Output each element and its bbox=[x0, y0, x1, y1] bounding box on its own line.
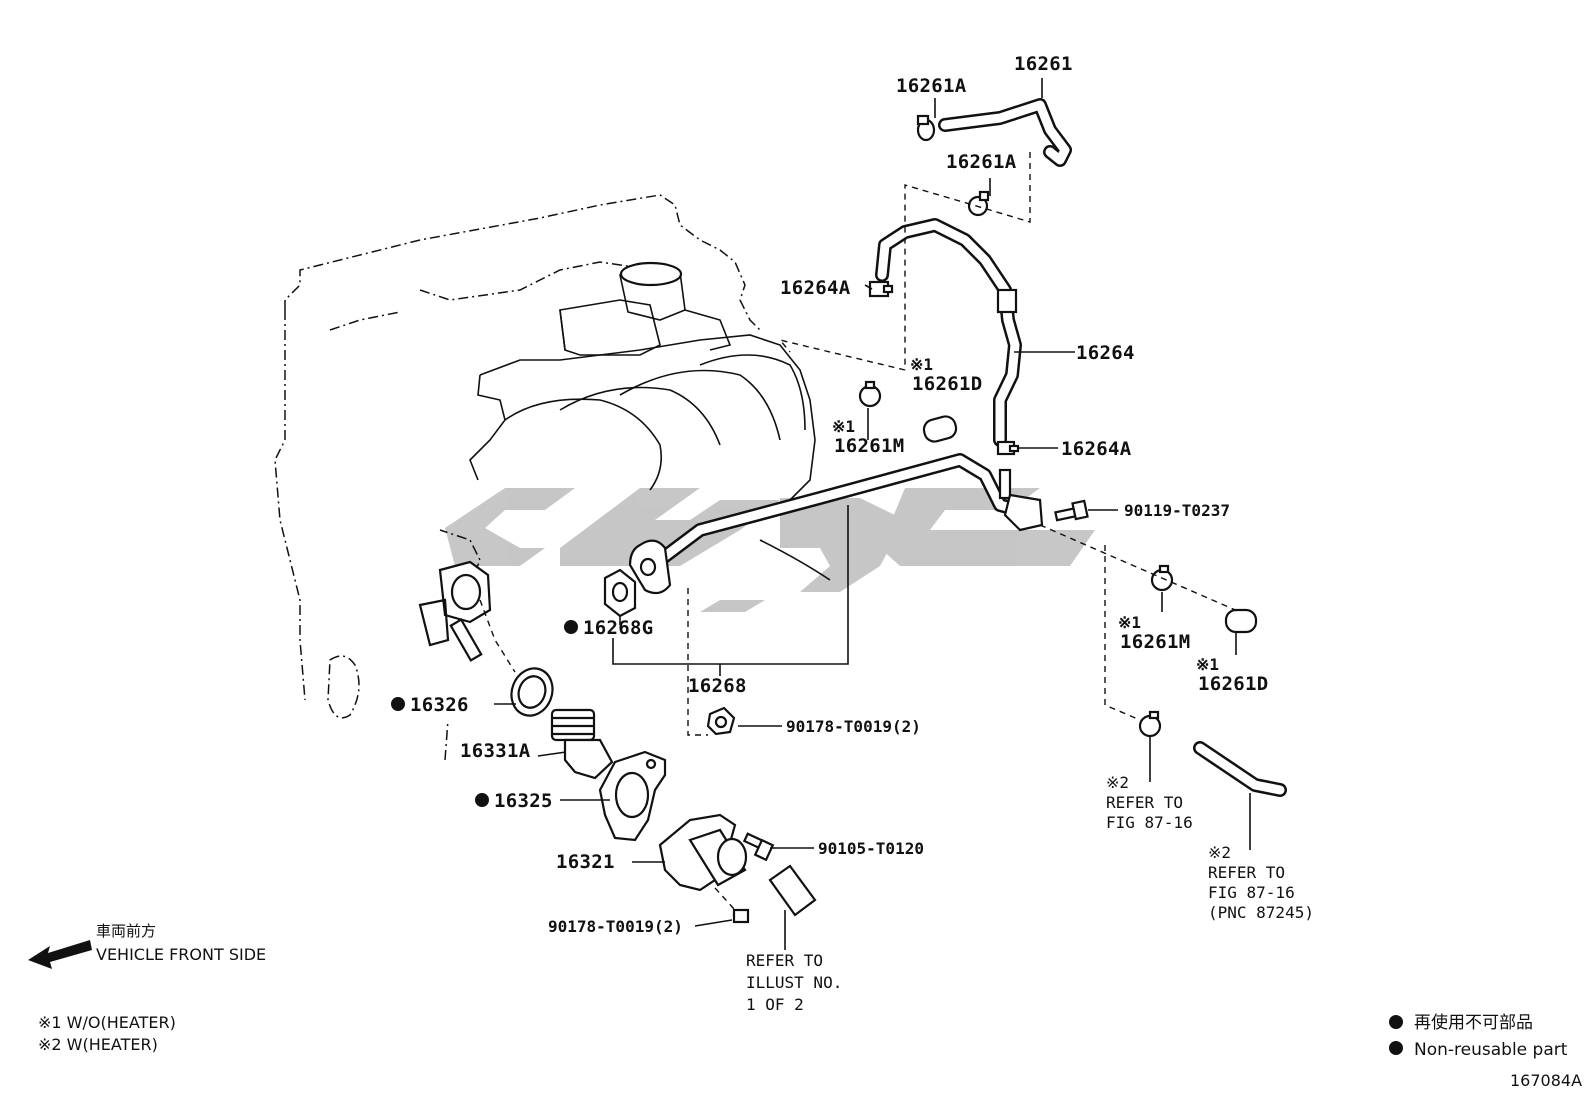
ref2-line3: (PNC 87245) bbox=[1208, 903, 1314, 922]
nut-90178-a bbox=[706, 706, 736, 736]
label-16325: 16325 bbox=[494, 790, 553, 812]
hose-16264 bbox=[875, 218, 1022, 447]
label-90178-a: 90178-T0019(2) bbox=[786, 717, 921, 736]
label-16264A-bot: 16264A bbox=[1061, 438, 1132, 460]
clamp-16261A-mid bbox=[967, 190, 990, 217]
clamp-lower-heater bbox=[1138, 710, 1162, 738]
mark-16261M-upper: ※1 bbox=[832, 417, 855, 436]
water-inlet-housing-left bbox=[418, 560, 492, 662]
figure-id: 167084A bbox=[1510, 1071, 1582, 1090]
mark-16261M-lower: ※1 bbox=[1118, 613, 1141, 632]
label-16268G: 16268G bbox=[583, 617, 653, 639]
label-16321: 16321 bbox=[556, 851, 615, 873]
label-90119: 90119-T0237 bbox=[1124, 501, 1230, 520]
water-inlet-16321 bbox=[658, 813, 748, 892]
label-16261M-upper: 16261M bbox=[834, 435, 904, 457]
dashed-lines bbox=[479, 152, 1241, 911]
front-arrow-icon bbox=[28, 940, 92, 969]
label-16331A: 16331A bbox=[460, 740, 531, 762]
legend-dot-icon-en bbox=[1389, 1041, 1403, 1055]
label-16261A-mid: 16261A bbox=[946, 151, 1017, 173]
label-16268: 16268 bbox=[688, 675, 747, 697]
watermark-logo bbox=[445, 488, 1095, 612]
plug-16261D-upper bbox=[922, 415, 958, 443]
ref1-line2: FIG 87-16 bbox=[1106, 813, 1193, 832]
clamp-16261M-lower bbox=[1150, 564, 1174, 592]
label-16326: 16326 bbox=[410, 694, 469, 716]
legend-jp: 再使用不可部品 bbox=[1414, 1012, 1533, 1033]
bolt-90119 bbox=[1054, 499, 1089, 522]
gasket-16326 bbox=[510, 667, 554, 717]
label-16261D-upper: 16261D bbox=[912, 373, 982, 395]
pipe-16268 bbox=[628, 453, 1044, 595]
legend-en: Non-reusable part bbox=[1414, 1040, 1568, 1060]
label-16261M-lower: 16261M bbox=[1120, 631, 1190, 653]
non-reusable-dot-16325 bbox=[475, 793, 489, 807]
ref2-line2: FIG 87-16 bbox=[1208, 883, 1295, 902]
mark-16261D-upper: ※1 bbox=[910, 355, 933, 374]
clamp-16264A-top bbox=[868, 280, 894, 298]
label-90105: 90105-T0120 bbox=[818, 839, 924, 858]
clamp-16261A-top bbox=[916, 114, 936, 142]
ref1-line1: REFER TO bbox=[1106, 793, 1183, 812]
ref3-line2: ILLUST NO. bbox=[746, 973, 842, 992]
label-90178-b: 90178-T0019(2) bbox=[548, 917, 683, 936]
ref2-line1: REFER TO bbox=[1208, 863, 1285, 882]
label-16264A-top: 16264A bbox=[780, 277, 851, 299]
front-label-jp: 車両前方 bbox=[96, 922, 156, 940]
hose-lower-right bbox=[1193, 741, 1287, 797]
note-1: ※1 W/O(HEATER) bbox=[38, 1013, 176, 1032]
non-reusable-dot-16326 bbox=[391, 697, 405, 711]
front-label-en: VEHICLE FRONT SIDE bbox=[96, 945, 266, 964]
intake-manifold bbox=[469, 261, 831, 581]
label-16261A-top: 16261A bbox=[896, 75, 967, 97]
plug-16261D-lower bbox=[1224, 608, 1258, 634]
clamp-16264A-bot bbox=[996, 440, 1020, 456]
thermostat-16331A bbox=[550, 708, 614, 780]
hose-16261 bbox=[938, 98, 1072, 167]
hose-lower-front bbox=[768, 864, 817, 917]
ref3-line1: REFER TO bbox=[746, 951, 823, 970]
clamp-16261M-upper bbox=[858, 380, 882, 408]
ref2-mark: ※2 bbox=[1208, 843, 1231, 862]
label-16261: 16261 bbox=[1014, 53, 1073, 75]
bolt-90105 bbox=[742, 832, 775, 862]
leader-lines bbox=[494, 78, 1251, 950]
ref1-mark: ※2 bbox=[1106, 773, 1129, 792]
non-reusable-dot-16268G bbox=[564, 620, 578, 634]
legend-dot-icon-jp bbox=[1389, 1015, 1403, 1029]
mark-16261D-lower: ※1 bbox=[1196, 655, 1219, 674]
ref3-line3: 1 OF 2 bbox=[746, 995, 804, 1014]
nut-90178-b bbox=[732, 908, 750, 924]
note-2: ※2 W(HEATER) bbox=[38, 1035, 158, 1054]
gasket-16268G bbox=[603, 568, 637, 618]
label-16264: 16264 bbox=[1076, 342, 1135, 364]
gasket-16325 bbox=[598, 750, 667, 842]
label-16261D-lower: 16261D bbox=[1198, 673, 1268, 695]
